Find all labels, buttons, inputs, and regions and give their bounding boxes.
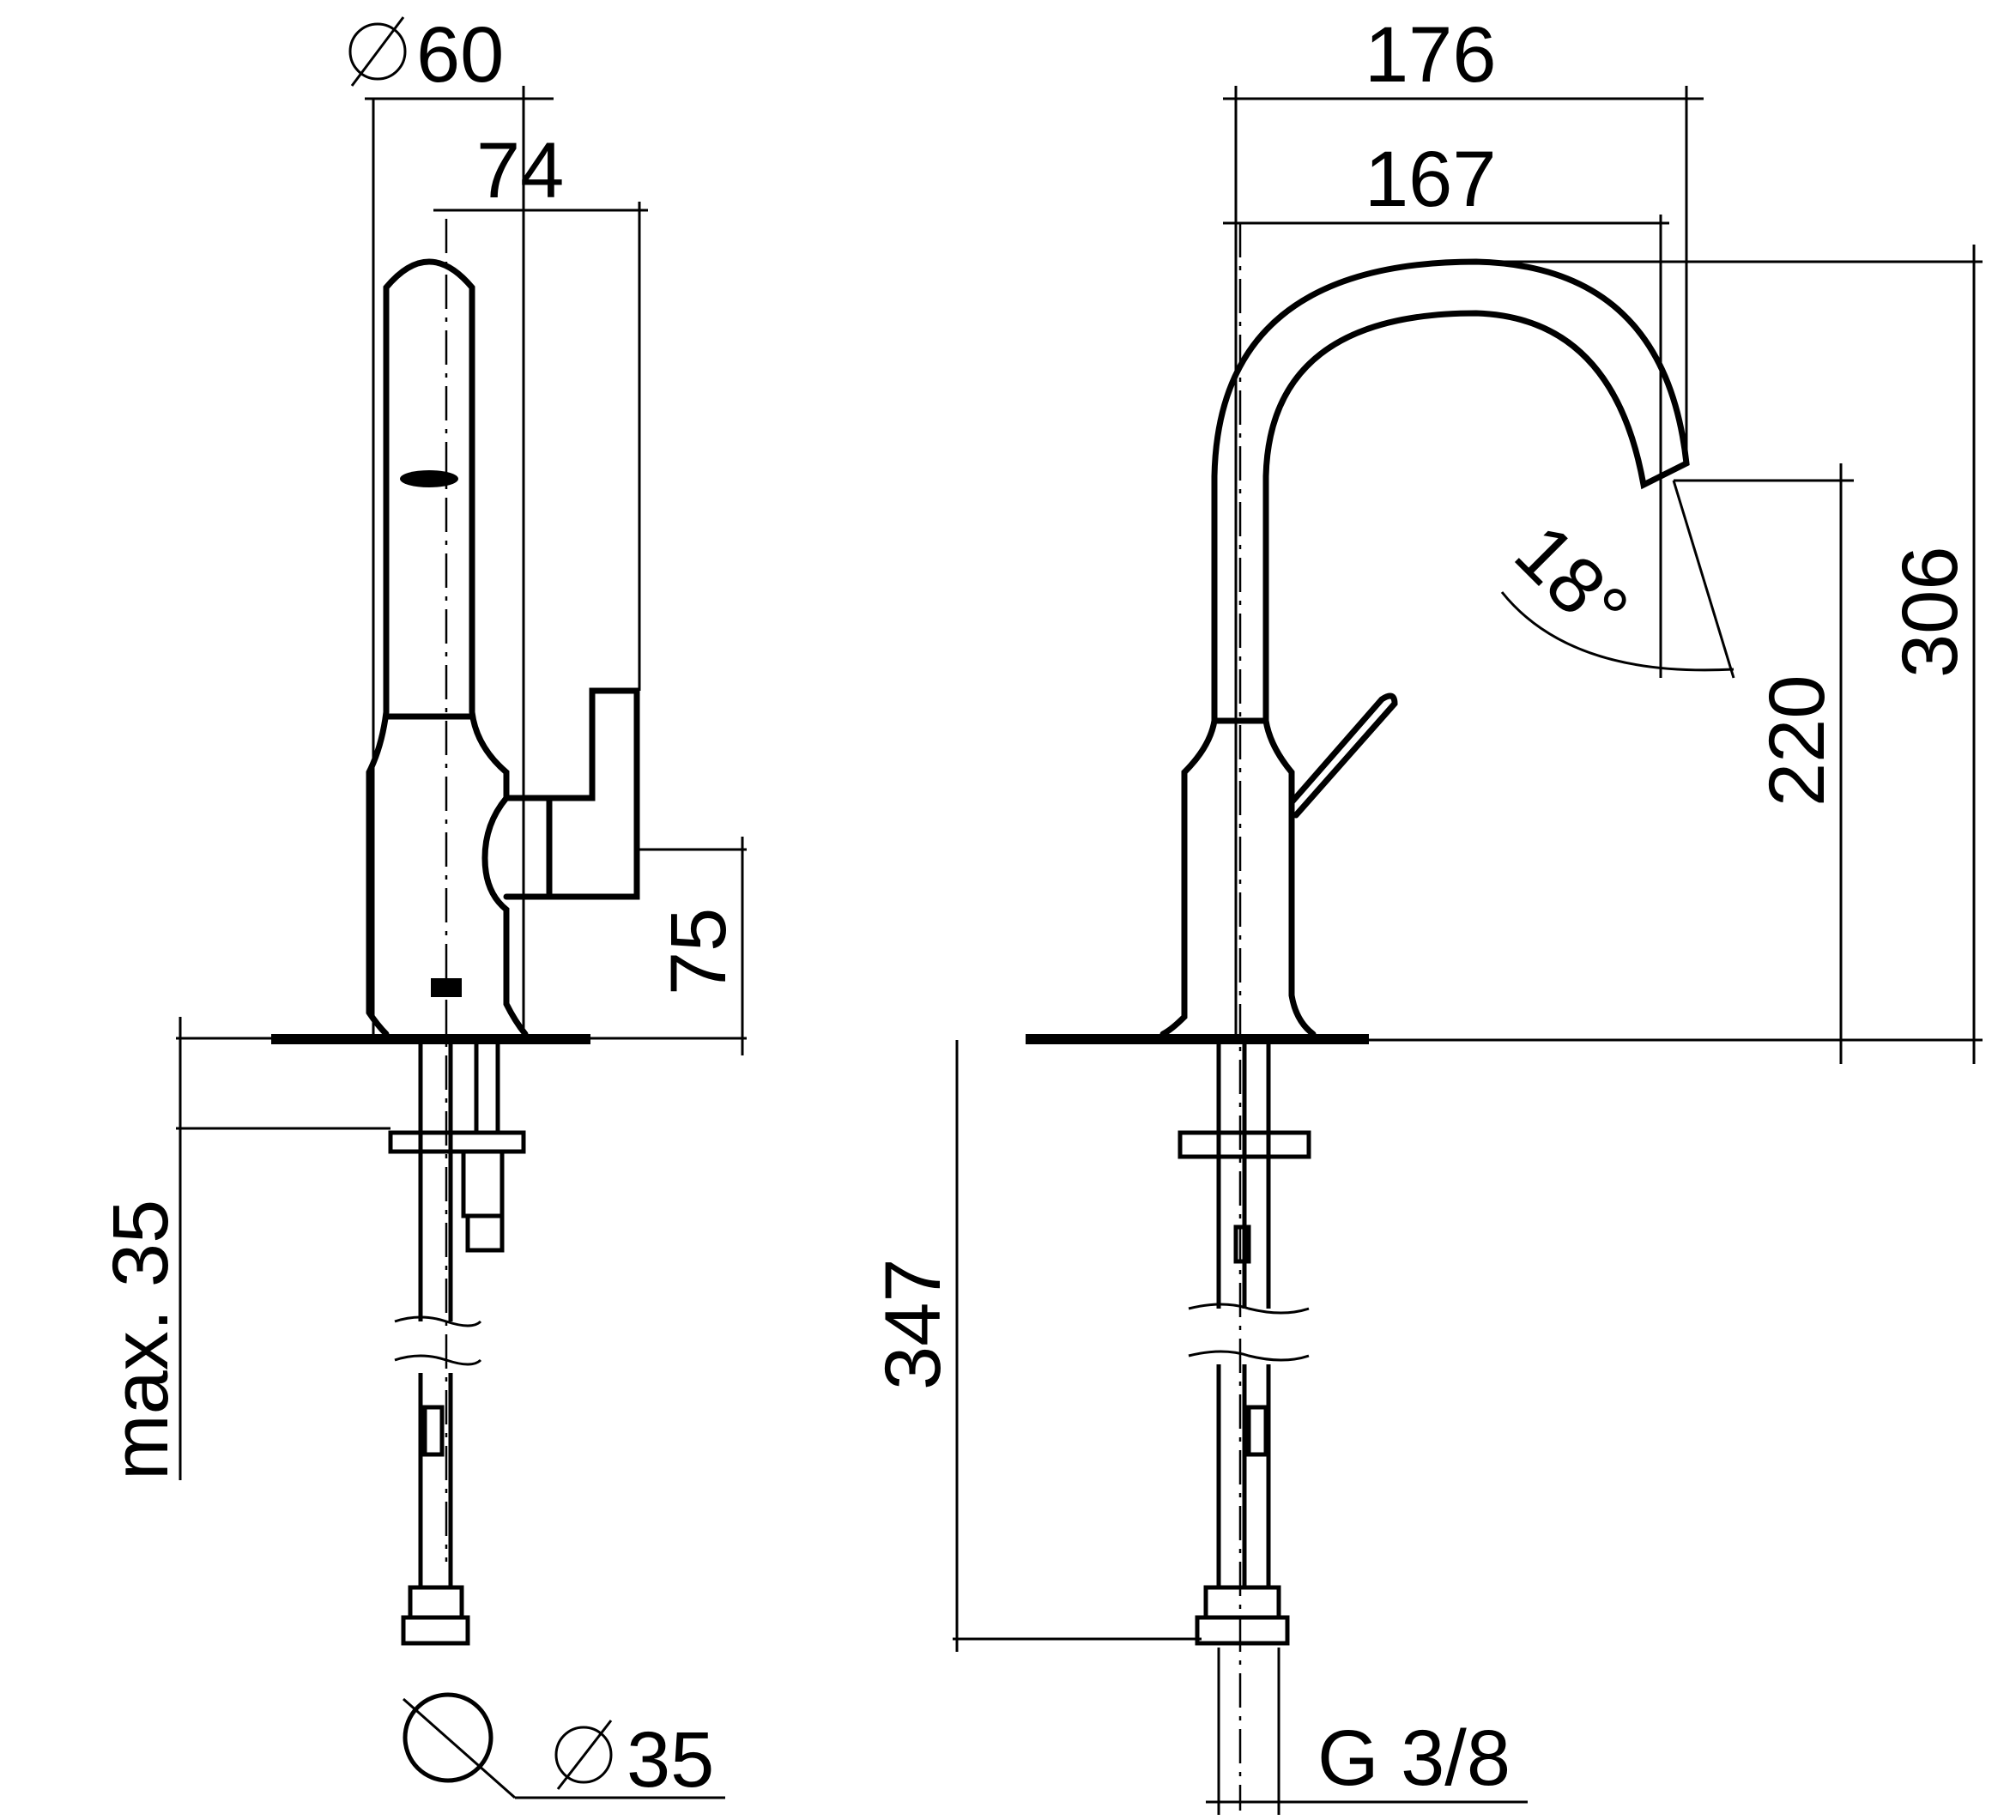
front-supply-pipes: [388, 1044, 526, 1646]
dim-hole-diameter: 35: [554, 1716, 714, 1804]
front-view: 60 74 75 max. 35 35: [97, 11, 747, 1804]
dim-front-base-diameter: 60: [348, 11, 504, 99]
dim-front-max-mount: max. 35: [97, 1200, 185, 1480]
dim-front-body-depth: 74: [476, 127, 564, 215]
side-supply-pipes: [1178, 1044, 1311, 1646]
dim-side-hose-length: 347: [869, 1259, 957, 1391]
front-hole-circle: [403, 1692, 493, 1783]
dim-side-outlet-height: 220: [1753, 675, 1841, 807]
dim-side-connection: G 3/8: [1317, 1714, 1510, 1802]
side-faucet-body: [1159, 258, 1690, 1037]
side-lever: [1288, 692, 1398, 819]
dim-side-spout-angle: 18°: [1498, 508, 1645, 655]
svg-text:60: 60: [416, 11, 504, 99]
side-countertop: [1026, 1034, 1369, 1044]
svg-text:35: 35: [627, 1716, 714, 1804]
dim-side-outer-reach: 176: [1365, 11, 1497, 99]
dim-side-total-height: 306: [1886, 547, 1974, 679]
dim-side-spout-reach: 167: [1365, 136, 1497, 223]
front-aerator: [400, 470, 458, 487]
front-countertop: [271, 1034, 590, 1044]
dim-front-lever-height: 75: [655, 908, 742, 995]
front-faucet-body: [366, 258, 529, 1037]
front-lever: [503, 687, 640, 900]
side-view: 176 167 306 220 18° 347 G 3/8: [869, 11, 1983, 1815]
